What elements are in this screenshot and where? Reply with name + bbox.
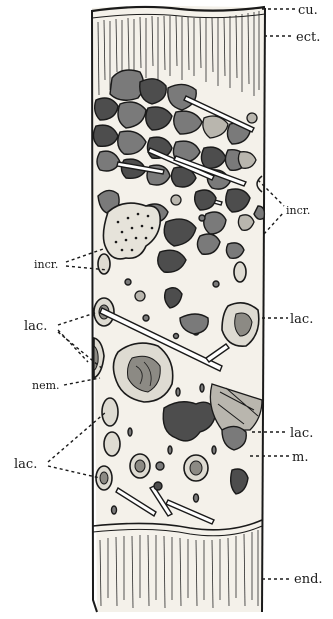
label-lac-right-lower: lac. [290, 426, 313, 441]
label-incr-right: incr. [286, 204, 310, 217]
granule-right-small [247, 113, 257, 123]
label-ect: ect. [296, 30, 320, 45]
label-lac-right-upper: lac. [290, 312, 313, 327]
label-m: m. [292, 450, 308, 465]
label-lac-left-lower: lac. [14, 457, 37, 472]
label-nem: nem. [32, 379, 60, 392]
label-cu: cu. [298, 3, 318, 18]
label-end: end. [294, 572, 323, 587]
label-lac-left-upper: lac. [24, 319, 47, 334]
label-incr-left: incr. [34, 258, 58, 271]
